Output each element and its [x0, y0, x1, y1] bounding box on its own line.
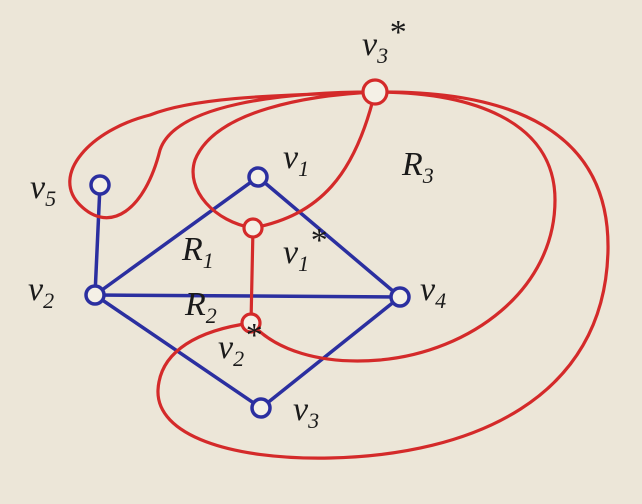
edge-v2-v5 [93, 183, 102, 297]
vertex-v3 [250, 397, 272, 419]
dual-edge-v1s-v3s-b [191, 90, 377, 230]
dual-edge-v1s-v2s [249, 226, 255, 325]
dual-edge-v3s-loop [68, 90, 377, 220]
dual-edges [68, 90, 610, 460]
vertex-v2 [84, 284, 106, 306]
label-v1: v1 [283, 139, 309, 181]
label-R1: R1 [181, 231, 214, 273]
label-v2: v2 [28, 271, 54, 313]
dual-vertex-labels: v3* v1* v2* [218, 14, 405, 371]
dual-edge-v2s-v3s-b [156, 90, 610, 460]
label-v5: v5 [30, 169, 56, 211]
vertex-v1 [247, 166, 269, 188]
region-labels: R1 R2 R3 [181, 146, 434, 328]
dual-vertex-v3s [361, 78, 389, 106]
dual-vertex-v1s [242, 217, 264, 239]
edge-v3-v4 [259, 295, 402, 410]
label-v4: v4 [420, 271, 446, 313]
graph-vertices [84, 166, 411, 419]
label-R2: R2 [184, 286, 217, 328]
label-v3s: v3* [362, 14, 405, 68]
dual-vertices [240, 78, 389, 334]
label-R3: R3 [401, 146, 434, 188]
edge-v1-v4 [256, 175, 402, 299]
edge-v2-v4 [93, 293, 402, 299]
edge-v2-v1 [93, 175, 260, 297]
dual-edge-v1s-v3s-a [251, 90, 377, 230]
vertex-v4 [389, 286, 411, 308]
label-v1s: v1* [283, 222, 326, 276]
dual-edge-v2s-v3s-a [249, 90, 557, 363]
vertex-v5 [89, 174, 111, 196]
dual-vertex-v2s [240, 312, 262, 334]
label-v2s: v2* [218, 317, 261, 371]
graph-edges [93, 175, 402, 410]
vertex-labels: v1 v5 v2 v4 v3 [28, 139, 446, 433]
label-v3: v3 [293, 391, 319, 433]
